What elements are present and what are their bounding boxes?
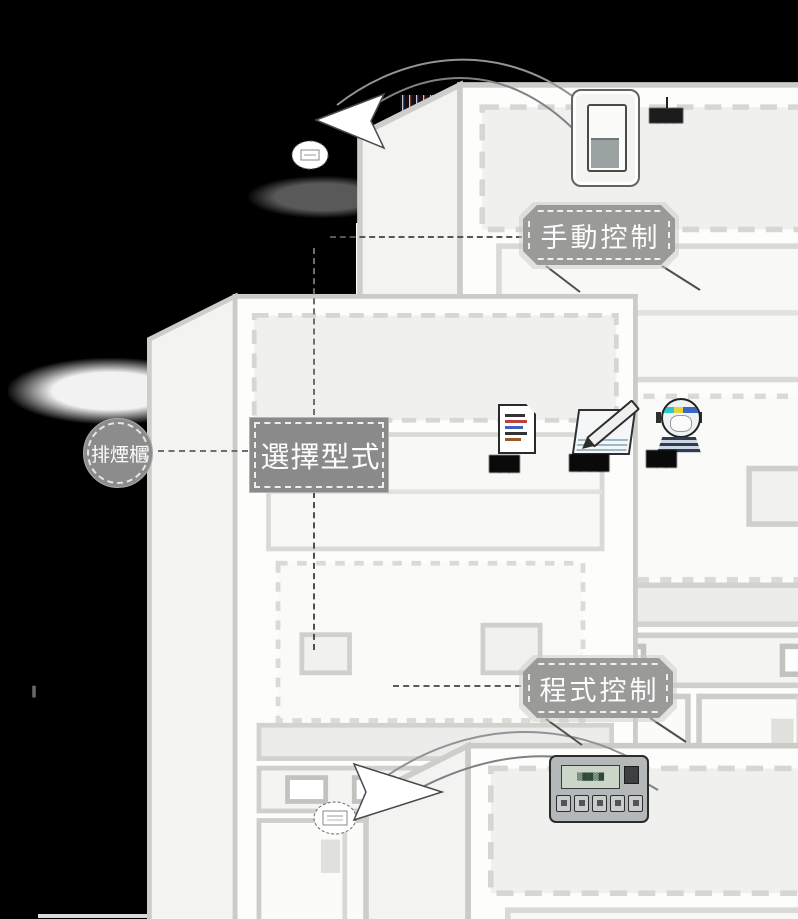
manual-control-label: 手動控制 xyxy=(540,222,661,254)
program-control-label: 程式控制 xyxy=(539,675,660,707)
controller-button-1 xyxy=(556,795,571,812)
switch-note-tick xyxy=(666,97,668,108)
select-type-label: 選擇型式 xyxy=(260,440,381,474)
controller-button-3 xyxy=(592,795,607,812)
connector-circle-to-box xyxy=(158,450,248,452)
badge-shadow-tails xyxy=(545,265,701,746)
operator-cap-band xyxy=(663,407,699,413)
connector-vertical-top xyxy=(313,248,315,415)
hood-bottom-controller-callout xyxy=(313,801,357,835)
operator-body xyxy=(657,437,701,453)
operator-icon xyxy=(655,396,703,454)
document-icon-caption: ███ xyxy=(489,455,520,473)
manual-badge-dashed-border xyxy=(528,210,670,260)
pencil-edit-icon xyxy=(571,399,641,455)
rocker-switch xyxy=(571,89,640,187)
controller-button-2 xyxy=(574,795,589,812)
operator-headset-left xyxy=(656,412,661,423)
switch-note-scribble: ████ xyxy=(649,109,683,124)
operator-icon-caption: ███ xyxy=(646,450,677,468)
select-type-dashed-border xyxy=(254,422,384,488)
rocker-switch-button xyxy=(591,138,619,168)
operator-head xyxy=(661,398,701,438)
hood-node-dashed-ring xyxy=(87,422,149,484)
controller-button-4 xyxy=(610,795,625,812)
controller-power-button xyxy=(624,766,639,784)
digital-controller: ▒██▒█ xyxy=(549,755,649,823)
hood-node: 排煙櫃 xyxy=(83,418,153,488)
hood-node-label: 排煙櫃 xyxy=(90,443,148,466)
connector-vertical-bottom xyxy=(313,492,315,650)
hood-top-controller-callout xyxy=(291,140,329,170)
controller-button-5 xyxy=(628,795,643,812)
arrow-bottom-head xyxy=(352,762,445,822)
operator-face xyxy=(670,415,692,432)
rocker-switch-frame xyxy=(587,104,627,172)
select-type-node: 選擇型式 xyxy=(249,417,389,493)
arrow-top-head xyxy=(313,92,386,150)
document-icon xyxy=(498,404,536,454)
stray-mark: ∥ xyxy=(31,684,37,698)
connector-to-program xyxy=(393,685,521,687)
program-badge-dashed-border xyxy=(528,663,668,713)
program-control-badge: 程式控制 xyxy=(523,658,673,718)
connector-to-manual xyxy=(330,236,522,238)
manual-control-badge: 手動控制 xyxy=(523,205,675,265)
controller-display: ▒██▒█ xyxy=(561,765,620,789)
arrow-top-curves xyxy=(313,58,583,150)
pencil-icon-caption: ████ xyxy=(569,454,609,472)
